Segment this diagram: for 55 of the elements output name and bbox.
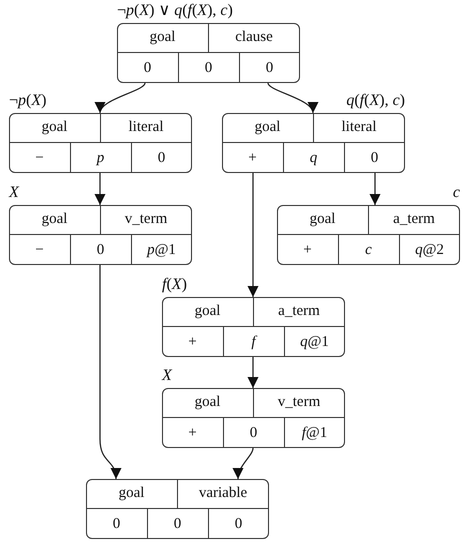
field-value: 0 (370, 148, 380, 168)
field-value: 0 (142, 58, 152, 78)
field-type: clause (234, 28, 274, 47)
field-value: 0 (204, 58, 214, 78)
field-value: 0 (264, 58, 274, 78)
field-value: 0 (112, 514, 122, 534)
arrow (248, 173, 258, 297)
field-value: 0 (156, 148, 166, 168)
field-type: variable (198, 484, 248, 503)
field-label: goal (194, 393, 222, 412)
node-heading: f(X) (162, 276, 187, 294)
field-label: goal (118, 484, 146, 503)
node-heading: X (162, 367, 172, 385)
arrow (370, 173, 380, 205)
field-value: p (95, 148, 106, 168)
field-type: v_term (124, 210, 168, 229)
field-type: literal (128, 118, 164, 137)
field-value: q@2 (414, 240, 445, 260)
field-value: − (34, 148, 45, 168)
field-value: 0 (248, 424, 258, 442)
field-value: q@1 (299, 332, 330, 352)
arrow (267, 82, 316, 114)
field-label: goal (254, 118, 282, 137)
node-heading: q(f(X), c) (346, 92, 405, 110)
field-type: literal (340, 118, 378, 137)
field-label: goal (40, 118, 68, 137)
arrow (94, 173, 106, 205)
arrow (97, 82, 146, 114)
arrow (248, 357, 258, 388)
field-value: c (364, 240, 373, 260)
field-label: goal (148, 28, 176, 47)
node-heading: c (452, 184, 460, 202)
field-type: v_term (276, 393, 322, 412)
field-value: 0 (172, 514, 182, 534)
field-label: goal (194, 302, 222, 321)
field-value: p@1 (145, 240, 177, 260)
field-value: + (247, 148, 258, 168)
field-value: + (187, 424, 198, 442)
arrow (233, 448, 254, 480)
field-label: goal (308, 210, 336, 229)
field-label: goal (40, 210, 68, 229)
node-heading: ¬p(X) ∨ q(f(X), c) (117, 2, 233, 20)
node-heading: ¬p(X) (9, 92, 46, 110)
field-value: 0 (96, 240, 106, 260)
field-value: f (250, 332, 258, 352)
field-type: a_term (392, 210, 436, 229)
arrow (99, 265, 121, 480)
field-value: f@1 (300, 424, 328, 442)
field-value: − (34, 240, 45, 260)
node-heading: X (9, 184, 19, 202)
field-value: + (302, 240, 313, 260)
field-value: q (308, 148, 318, 168)
field-type: a_term (277, 302, 321, 321)
field-value: + (187, 332, 198, 352)
field-value: 0 (234, 514, 244, 534)
